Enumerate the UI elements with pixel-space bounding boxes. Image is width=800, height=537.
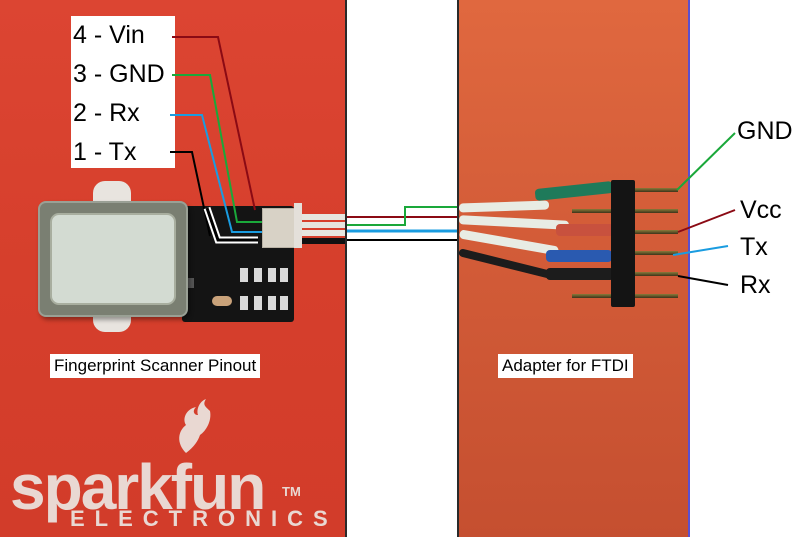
- ftdi-label-gnd: GND: [737, 117, 793, 145]
- header-pin-1: [612, 188, 678, 192]
- pin-label-rx: 2 - Rx: [73, 99, 140, 127]
- pin-label-tx: 1 - Tx: [73, 138, 137, 166]
- header-pin-5: [612, 272, 678, 276]
- ftdi-label-vcc: Vcc: [740, 196, 782, 224]
- wire-blue-sleeve: [546, 250, 612, 262]
- fingerprint-scanner-photo: 4 - Vin 3 - GND 2 - Rx 1 - Tx Fingerprin…: [0, 0, 347, 537]
- adapter-caption: Adapter for FTDI: [498, 354, 633, 378]
- mounting-tab-top: [93, 181, 131, 203]
- trademark-mark: TM: [282, 484, 301, 499]
- mounting-tab-bottom: [93, 312, 131, 332]
- scanner-caption: Fingerprint Scanner Pinout: [50, 354, 261, 378]
- fingerprint-sensor: [38, 201, 188, 317]
- pin-header: [611, 180, 635, 307]
- pin-label-gnd: 3 - GND: [73, 60, 165, 88]
- header-pin-4: [612, 251, 678, 255]
- cable-wire: [302, 230, 345, 236]
- header-pin-3: [612, 230, 678, 234]
- wire-red-sleeve: [556, 224, 614, 236]
- wire-black-sleeve: [546, 268, 614, 280]
- cable-wire: [302, 214, 345, 220]
- jst-connector-lip: [294, 203, 302, 248]
- ftdi-label-tx: Tx: [740, 233, 768, 261]
- sensor-window: [50, 213, 176, 305]
- ftdi-label-rx: Rx: [740, 271, 771, 299]
- cable-wire: [302, 238, 345, 244]
- scanner-pin-labels: 4 - Vin 3 - GND 2 - Rx 1 - Tx: [71, 16, 175, 168]
- cable-wire: [302, 222, 345, 228]
- pin-label-vin: 4 - Vin: [73, 21, 145, 49]
- jst-connector: [262, 208, 296, 248]
- sparkfun-flame-icon: [179, 399, 211, 453]
- sparkfun-logo: sparkfun: [10, 451, 266, 523]
- sparkfun-subtitle: ELECTRONICS: [70, 506, 338, 531]
- cross-gnd: [347, 206, 457, 226]
